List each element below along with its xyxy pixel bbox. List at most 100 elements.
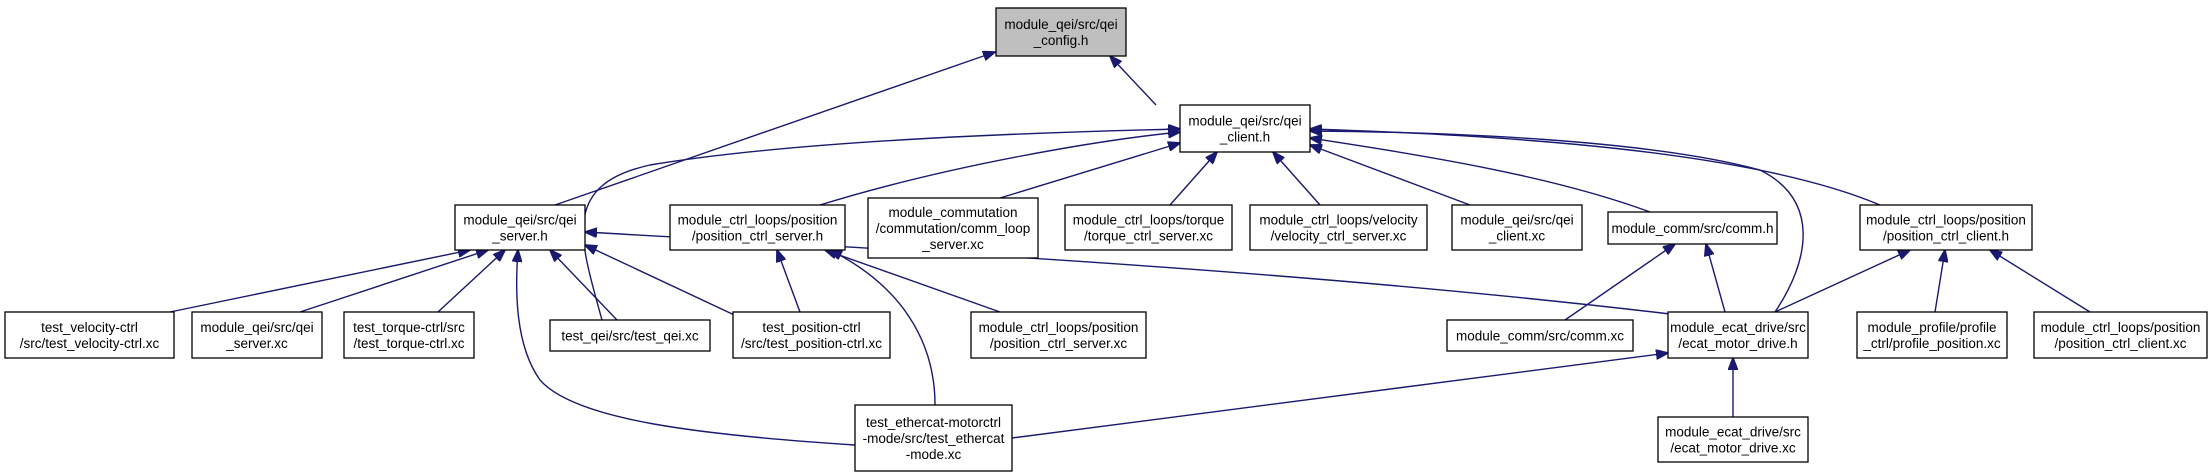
node-label-line: _ctrl/profile_position.xc — [1862, 336, 2001, 351]
node-ecat-motor-drive-h[interactable]: module_ecat_drive/src/ecat_motor_drive.h — [1667, 311, 1809, 359]
node-label-line: /commutation/comm_loop — [876, 221, 1031, 236]
node-test-velocity[interactable]: test_velocity-ctrl/src/test_velocity-ctr… — [4, 311, 175, 359]
edge-qei-server-h-to-qei-config — [554, 52, 995, 206]
node-label-line: /position_ctrl_client.xc — [2054, 336, 2186, 351]
node-test-qei[interactable]: test_qei/src/test_qei.xc — [549, 319, 711, 352]
nodes-layer: module_qei/src/qei_config.hmodule_qei/sr… — [4, 7, 2208, 472]
node-label-line: _client.xc — [1488, 229, 1546, 244]
node-box — [669, 204, 846, 251]
node-pos-ctrl-client-xc[interactable]: module_ctrl_loops/position/position_ctrl… — [2033, 311, 2208, 359]
node-box — [4, 311, 175, 359]
edge-pos-ctrl-server-h-to-qei-client-h — [819, 132, 1180, 206]
node-qei-client-h[interactable]: module_qei/src/qei_client.h — [1179, 104, 1311, 153]
node-qei-server-h[interactable]: module_qei/src/qei_server.h — [454, 204, 586, 251]
node-label-line: /position_ctrl_server.xc — [990, 336, 1128, 351]
node-label-line: module_qei/src/qei — [1004, 17, 1117, 32]
node-label-line: module_qei/src/qei — [1188, 114, 1301, 129]
node-pos-ctrl-server-xc[interactable]: module_ctrl_loops/position/position_ctrl… — [970, 311, 1147, 359]
node-label-line: /src/test_velocity-ctrl.xc — [20, 336, 160, 351]
node-label-line: /src/test_position-ctrl.xc — [741, 336, 882, 351]
node-qei-client-xc[interactable]: module_qei/src/qei_client.xc — [1451, 204, 1583, 251]
edge-test-torque-to-qei-server-h — [437, 250, 505, 313]
node-velocity-ctrl-server[interactable]: module_ctrl_loops/velocity/velocity_ctrl… — [1249, 204, 1428, 251]
node-label-line: test_position-ctrl — [762, 320, 860, 335]
node-label-line: -mode.xc — [906, 447, 962, 462]
edges-layer — [169, 52, 2091, 446]
node-comm-xc[interactable]: module_comm/src/comm.xc — [1446, 319, 1634, 352]
edge-torque-ctrl-server-to-qei-client-h — [1169, 152, 1217, 206]
node-label-line: /torque_ctrl_server.xc — [1084, 229, 1213, 244]
edge-test-position-to-qei-server-h — [585, 245, 746, 321]
node-box — [1667, 311, 1809, 359]
node-box — [2033, 311, 2208, 359]
node-qei-server-xc[interactable]: module_qei/src/qei_server.xc — [191, 311, 323, 359]
node-label-line: module_ecat_drive/src — [1670, 320, 1806, 335]
node-label-line: module_ctrl_loops/position — [979, 320, 1139, 335]
node-pos-ctrl-client-h[interactable]: module_ctrl_loops/position/position_ctrl… — [1859, 204, 2033, 251]
node-box — [549, 319, 711, 352]
node-label-line: module_ecat_drive/src — [1665, 425, 1801, 440]
node-label-line: module_qei/src/qei — [1460, 213, 1573, 228]
edge-test-qei-to-qei-server-h — [550, 250, 618, 321]
node-box — [343, 311, 475, 359]
node-box — [1179, 104, 1311, 153]
node-label-line: module_comm/src/comm.h — [1611, 221, 1773, 236]
node-label-line: module_ctrl_loops/velocity — [1259, 213, 1418, 228]
node-label-line: module_profile/profile — [1867, 320, 1996, 335]
node-box — [970, 311, 1147, 359]
node-comm-loop-server[interactable]: module_commutation/commutation/comm_loop… — [867, 197, 1039, 259]
node-box — [867, 197, 1039, 259]
edge-qei-client-h-to-qei-config — [1110, 56, 1157, 106]
edge-ecat-motor-drive-h-to-pos-ctrl-client-h — [1774, 250, 1910, 313]
node-label-line: module_ctrl_loops/torque — [1073, 213, 1225, 228]
node-label-line: module_comm/src/comm.xc — [1456, 329, 1624, 344]
node-label-line: /ecat_motor_drive.xc — [1670, 441, 1796, 456]
edge-qei-client-xc-to-qei-client-h — [1310, 145, 1471, 206]
edge-test-velocity-to-qei-server-h — [169, 250, 470, 313]
node-test-position[interactable]: test_position-ctrl/src/test_position-ctr… — [732, 311, 891, 359]
edge-test-position-to-pos-ctrl-server-h — [777, 250, 801, 313]
node-label-line: /ecat_motor_drive.h — [1678, 336, 1797, 351]
edge-test-ethercat-to-pos-ctrl-server-h — [830, 250, 936, 406]
node-label-line: module_commutation — [888, 205, 1017, 220]
node-label-line: module_ctrl_loops/position — [678, 213, 838, 228]
node-ecat-motor-drive-xc[interactable]: module_ecat_drive/src/ecat_motor_drive.x… — [1657, 416, 1809, 463]
node-label-line: _server.h — [491, 229, 548, 244]
node-label-line: module_ctrl_loops/position — [2041, 320, 2201, 335]
node-label-line: /velocity_ctrl_server.xc — [1271, 229, 1407, 244]
node-label-line: test_torque-ctrl/src — [353, 320, 465, 335]
edge-velocity-ctrl-server-to-qei-client-h — [1273, 152, 1321, 206]
node-box — [1249, 204, 1428, 251]
node-label-line: test_qei/src/test_qei.xc — [561, 329, 699, 344]
node-box — [1856, 311, 2008, 359]
node-profile-position[interactable]: module_profile/profile_ctrl/profile_posi… — [1856, 311, 2008, 359]
node-label-line: -mode/src/test_ethercat — [863, 431, 1005, 446]
node-label-line: /test_torque-ctrl.xc — [353, 336, 464, 351]
node-comm-h[interactable]: module_comm/src/comm.h — [1607, 211, 1778, 245]
node-test-ethercat[interactable]: test_ethercat-motorctrl-mode/src/test_et… — [854, 404, 1013, 472]
edge-comm-h-to-qei-client-h — [1310, 138, 1651, 213]
edge-comm-loop-server-to-qei-client-h — [999, 143, 1180, 199]
node-box — [1607, 211, 1778, 245]
node-qei-config[interactable]: module_qei/src/qei_config.h — [995, 7, 1127, 57]
node-box — [1446, 319, 1634, 352]
node-box — [1657, 416, 1809, 463]
node-torque-ctrl-server[interactable]: module_ctrl_loops/torque/torque_ctrl_ser… — [1064, 204, 1233, 251]
node-label-line: _server.xc — [225, 336, 288, 351]
edge-pos-ctrl-client-xc-to-pos-ctrl-client-h — [1990, 250, 2091, 313]
edge-ecat-motor-drive-h-to-comm-h — [1706, 244, 1726, 313]
node-box — [995, 7, 1127, 57]
node-label-line: module_qei/src/qei — [463, 213, 576, 228]
node-pos-ctrl-server-h[interactable]: module_ctrl_loops/position/position_ctrl… — [669, 204, 846, 251]
node-label-line: test_velocity-ctrl — [41, 320, 138, 335]
edge-test-ethercat-to-qei-server-h — [517, 250, 856, 446]
edge-pos-ctrl-server-xc-to-pos-ctrl-server-h — [825, 250, 1001, 313]
node-box — [854, 404, 1013, 472]
node-box — [732, 311, 891, 359]
node-label-line: module_ctrl_loops/position — [1866, 213, 2026, 228]
node-test-torque[interactable]: test_torque-ctrl/src/test_torque-ctrl.xc — [343, 311, 475, 359]
edge-comm-xc-to-comm-h — [1564, 244, 1675, 321]
node-label-line: /position_ctrl_client.h — [1883, 229, 2009, 244]
node-label-line: module_qei/src/qei — [200, 320, 313, 335]
node-box — [1064, 204, 1233, 251]
